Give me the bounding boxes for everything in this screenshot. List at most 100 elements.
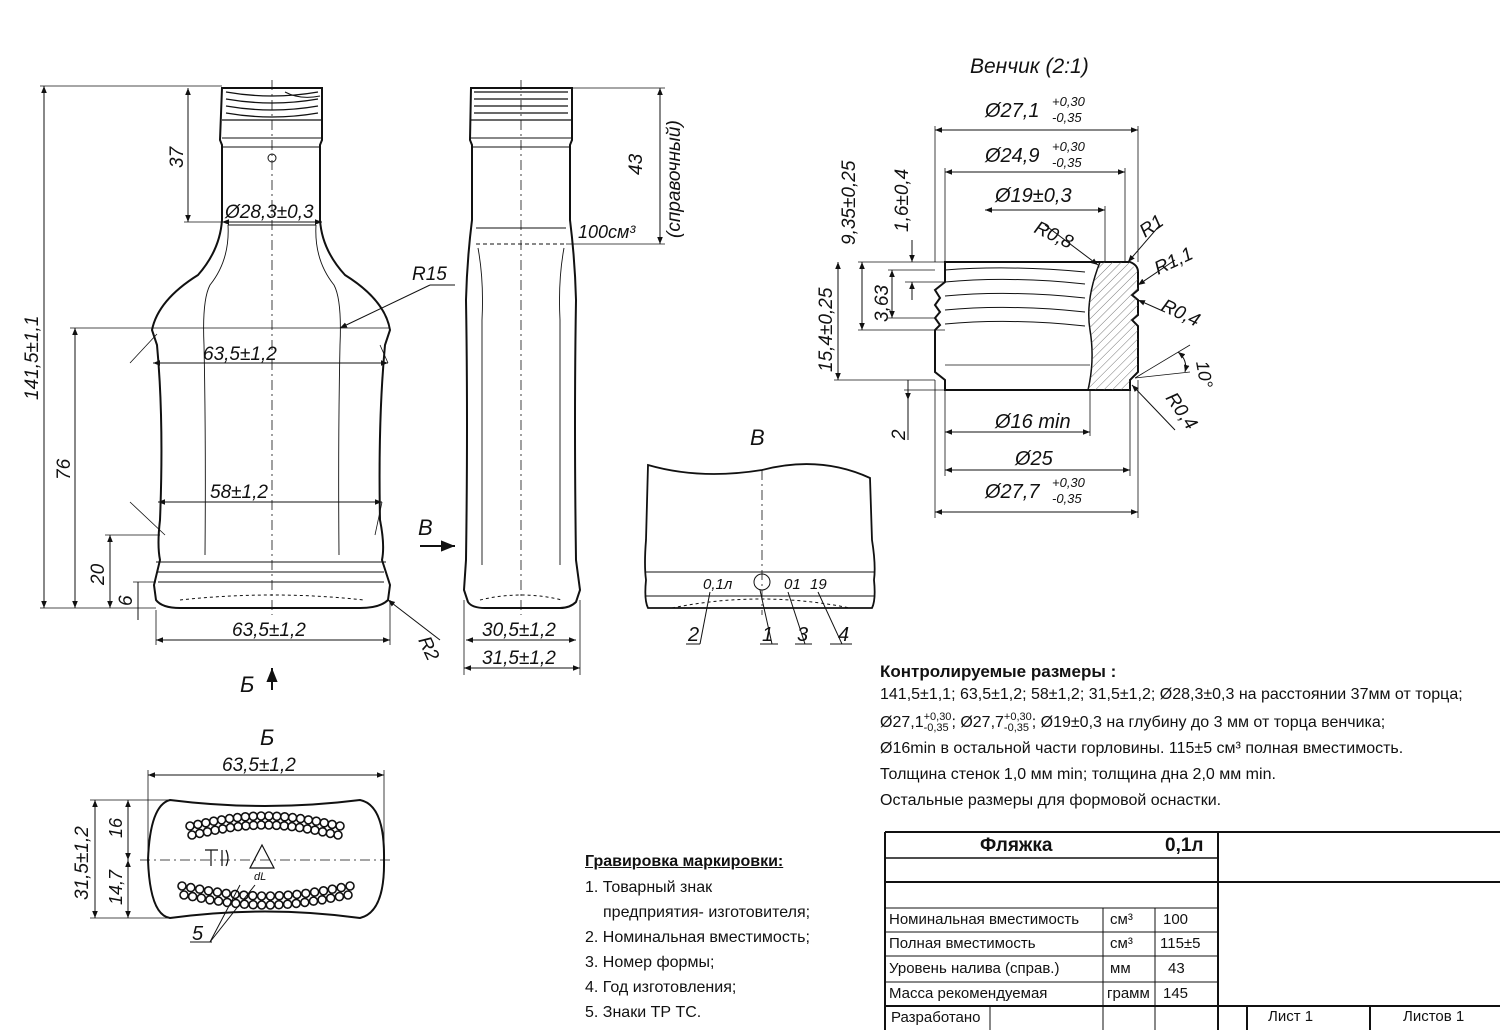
tb-developed: Разработано (891, 1009, 981, 1026)
tb-row-label: Полная вместимость (889, 935, 1036, 952)
grip-dot (186, 882, 196, 893)
dim-h935: 9,35±0,25 (839, 160, 860, 245)
grip-dot (271, 820, 282, 831)
grip-dot (248, 899, 258, 910)
grip-dot (333, 830, 343, 840)
grip-dot (319, 817, 330, 828)
finish-detail (834, 126, 1191, 518)
grip-dot (291, 898, 302, 909)
grip-dot (317, 894, 327, 905)
grip-dot (241, 820, 251, 831)
view-b-title: Б (260, 725, 274, 750)
grip-dot (247, 890, 258, 901)
tb-row-value: 115±5 (1160, 935, 1201, 952)
grip-dot (283, 890, 293, 901)
callout-2: 2 (687, 624, 699, 646)
grip-dot (248, 811, 258, 822)
volume-mark: 100см³ (578, 222, 636, 242)
dim-r11: R1,1 (1151, 244, 1196, 280)
tb-row-label: Масса рекомендуемая (889, 985, 1048, 1002)
grip-dot (185, 821, 195, 831)
grip-dot (279, 811, 290, 822)
controlled-line-1: 141,5±1,1; 63,5±1,2; 58±1,2; 31,5±1,2; Ø… (880, 686, 1463, 703)
grip-dot (231, 898, 241, 909)
line2-a-dn: -0,35 (923, 721, 949, 734)
grip-dot (292, 889, 302, 900)
grip-dot (224, 813, 235, 824)
dim-overall-height: 141,5±1,1 (22, 316, 43, 400)
grip-dot (208, 816, 219, 827)
base-volume-mark: dL (254, 871, 266, 883)
grip-dot (221, 888, 231, 899)
grip-dot (217, 824, 228, 834)
callout-5: 5 (192, 923, 204, 945)
grip-dot (287, 812, 298, 823)
engraving-view (644, 463, 876, 645)
dim-d25: Ø25 (1014, 448, 1054, 470)
dim-radius-base: R2 (413, 633, 442, 664)
dim-d-thread: Ø24,9 (984, 145, 1039, 167)
marking-item: 5. Знаки ТР ТС. (585, 1004, 702, 1021)
tol-up: +0,30 (1052, 139, 1086, 154)
base-view (90, 770, 392, 943)
base-d147: 14,7 (106, 869, 126, 905)
grip-dot (187, 830, 197, 840)
dim-neck-ref: 43 (626, 153, 647, 175)
line2-b-dn: -0,35 (1003, 721, 1029, 734)
grip-dot (300, 888, 311, 899)
grip-dot (210, 825, 220, 836)
line2-part-a: Ø27,1 (880, 714, 924, 731)
dim-d-outer-bottom: Ø27,7 (984, 481, 1040, 503)
controlled-line-2: Ø27,1+0,30-0,35; Ø27,7+0,30-0,35; Ø19±0,… (880, 710, 1463, 736)
arrow-b-label: Б (240, 672, 254, 697)
dim-radius-shoulder: R15 (412, 264, 447, 285)
grip-dot (216, 815, 227, 825)
grip-dot (325, 893, 336, 904)
grip-dot (203, 885, 214, 896)
dim-width-bottom: 63,5±1,2 (232, 620, 306, 641)
controlled-dimensions: Контролируемые размеры : 141,5±1,1; 63,5… (880, 662, 1463, 814)
grip-dot (279, 820, 290, 831)
grip-dot (271, 811, 282, 822)
line2-part-b: ; Ø27,7 (951, 714, 1004, 731)
tol-dn: -0,35 (1052, 155, 1082, 170)
grip-dot (343, 890, 353, 900)
dim-neck-height: 37 (167, 145, 188, 168)
base-dots-bottom (177, 881, 355, 910)
tb-row-unit: мм (1110, 960, 1131, 977)
tb-row-label: Номинальная вместимость (889, 911, 1080, 928)
tb-row-value: 145 (1163, 985, 1189, 1002)
grip-dot (336, 882, 347, 893)
line2-part-c: ; Ø19±0,3 на глубину до 3 мм от торца ве… (1031, 714, 1386, 731)
grip-dot (213, 896, 224, 906)
line2-b-up: +0,30 (1003, 710, 1032, 723)
dim-r08: R0,8 (1031, 217, 1077, 253)
front-view (40, 80, 455, 690)
tb-volume: 0,1л (1165, 835, 1204, 856)
front-outline (150, 87, 392, 609)
grip-dot (334, 891, 345, 902)
grip-dot (295, 813, 306, 824)
grip-dot (212, 887, 223, 897)
tol-up: +0,30 (1052, 94, 1086, 109)
grip-dot (193, 819, 203, 830)
line2-a-up: +0,30 (923, 710, 952, 723)
marking-item: 2. Номинальная вместимость; (585, 929, 810, 946)
engraving-volume: 0,1л (703, 576, 733, 593)
grip-dot (318, 885, 329, 896)
grip-dot (222, 897, 232, 908)
dim-body-height: 76 (54, 458, 75, 480)
grip-dot (232, 812, 243, 823)
controlled-line-4: Толщина стенок 1,0 мм min; толщина дна 2… (880, 766, 1276, 783)
tb-row-unit: см³ (1110, 935, 1133, 952)
dim-width-mid: 58±1,2 (210, 482, 268, 503)
grip-dot (256, 900, 267, 910)
grip-dot (309, 887, 320, 897)
grip-dot (327, 819, 337, 830)
dim-h16: 1,6±0,4 (892, 169, 913, 232)
grip-dot (194, 884, 205, 895)
tb-sheet: Лист 1 (1268, 1008, 1314, 1025)
grip-dot (179, 890, 189, 900)
